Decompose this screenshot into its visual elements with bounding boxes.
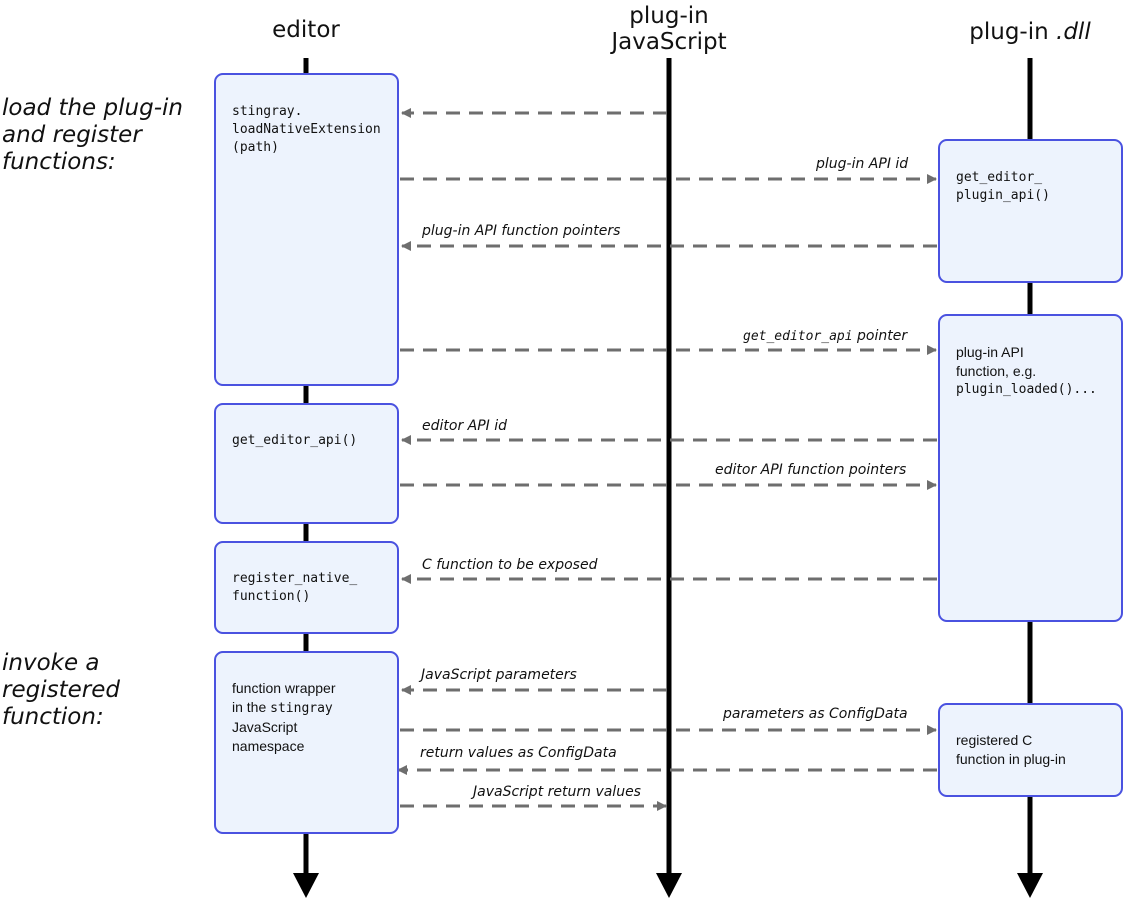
wrapper-line-2: in the stingray: [232, 698, 336, 718]
label-javascript-return-values: JavaScript return values: [473, 784, 641, 800]
label-plugin-api-id: plug-in API id: [816, 156, 909, 172]
column-title-dll-prefix: plug-in: [969, 19, 1057, 45]
column-title-editor: editor: [272, 17, 340, 43]
label-javascript-parameters: JavaScript parameters: [421, 667, 577, 683]
column-title-js-line1: plug-in: [629, 3, 709, 29]
label-get-editor-api-pointer: get_editor_api pointer: [743, 328, 907, 345]
wrapper-line-1: function wrapper: [232, 680, 336, 696]
label-get-editor-api-rest: pointer: [852, 328, 908, 344]
lifeline-plugin-javascript: [656, 58, 682, 898]
wrapper-line-3: JavaScript namespace: [232, 719, 305, 754]
box-plugin-api-function-text: plug-in API function, e.g. plugin_loaded(…: [956, 343, 1097, 399]
label-editor-api-function-pointers: editor API function pointers: [715, 462, 907, 478]
box-get-editor-plugin-api: [938, 139, 1123, 283]
label-get-editor-api-code: get_editor_api: [743, 329, 853, 344]
column-title-js-line2: JavaScript: [611, 29, 727, 55]
box-function-wrapper: [214, 651, 399, 834]
wrapper-line-2-code: stingray: [270, 701, 333, 716]
plugin-api-fn-line-1: plug-in API function, e.g.: [956, 344, 1037, 379]
wrapper-line-2-text: in the: [232, 699, 271, 715]
box-registered-c-function-text: registered C function in plug-in: [956, 732, 1066, 767]
plugin-api-fn-line-2: plugin_loaded()...: [956, 382, 1097, 397]
column-title-plugin-javascript: plug-in JavaScript: [589, 3, 749, 55]
column-title-plugin-dll: plug-in .dll: [950, 19, 1110, 45]
box-get-editor-api-text: get_editor_api(): [232, 433, 358, 448]
label-c-function-exposed: C function to be exposed: [422, 557, 598, 573]
box-registered-c-function: [938, 703, 1123, 797]
box-load-native-extension: [214, 73, 399, 386]
label-editor-api-id: editor API id: [422, 418, 508, 434]
label-parameters-as-configdata: parameters as ConfigData: [723, 706, 908, 722]
box-get-editor-api: [214, 403, 399, 524]
box-plugin-api-function: [938, 314, 1123, 622]
box-load-native-extension-text: stingray. loadNativeExtension (path): [232, 104, 381, 155]
box-register-native-function: [214, 541, 399, 634]
label-plugin-api-function-pointers: plug-in API function pointers: [422, 223, 621, 239]
box-register-native-function-text: register_native_ function(): [232, 571, 358, 604]
label-return-values-configdata: return values as ConfigData: [420, 745, 617, 761]
section-invoke-function: invoke a registered function:: [2, 650, 120, 730]
box-get-editor-plugin-api-text: get_editor_ plugin_api(): [956, 170, 1050, 203]
column-title-dll-suffix: .dll: [1056, 19, 1091, 45]
section-load-plugin: load the plug-in and register functions:: [2, 95, 183, 175]
